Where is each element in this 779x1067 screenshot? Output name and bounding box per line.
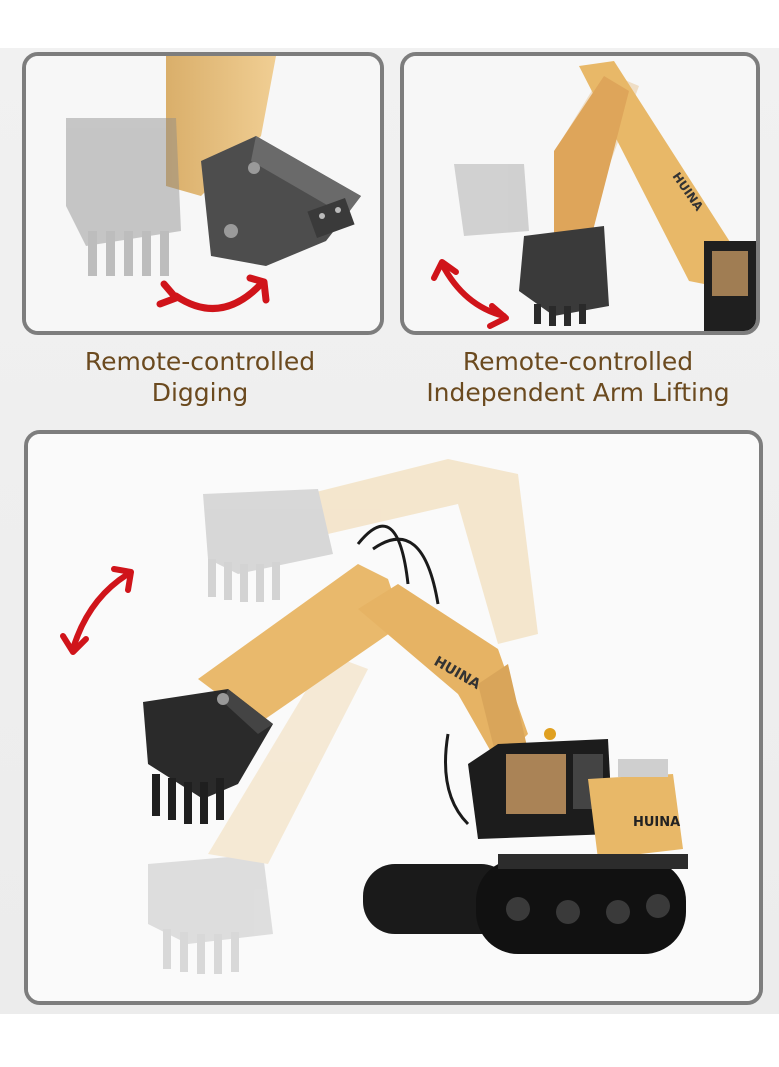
arm-lifting-photo-panel: HUINA xyxy=(400,52,760,335)
swing-arrow-icon xyxy=(60,566,134,655)
caption-digging: Remote-controlled Digging xyxy=(40,346,360,408)
main-stick xyxy=(198,564,403,724)
dark-bucket xyxy=(143,689,273,824)
dark-bucket xyxy=(519,226,609,326)
digging-photo-panel xyxy=(22,52,384,335)
caption-digging-line1: Remote-controlled xyxy=(84,347,316,376)
caption-digging-line2: Digging xyxy=(151,378,249,407)
ghost-bucket xyxy=(66,118,181,276)
arm-lifting-illustration: HUINA xyxy=(404,56,756,331)
excavator-body: HUINA xyxy=(468,728,683,859)
brand-logo-text-body: HUINA xyxy=(633,815,680,830)
digging-illustration xyxy=(26,56,380,331)
ghost-upper-arm xyxy=(203,459,538,644)
caption-arm-lifting-line1: Remote-controlled xyxy=(462,347,694,376)
lift-arrow-icon xyxy=(431,259,509,329)
dark-bucket xyxy=(201,136,361,266)
excavator-photo-panel: HUINA xyxy=(24,430,763,1005)
stick-shape xyxy=(554,76,629,246)
main-boom xyxy=(358,584,528,764)
caption-arm-lifting: Remote-controlled Independent Arm Liftin… xyxy=(398,346,758,408)
caption-arm-lifting-line2: Independent Arm Lifting xyxy=(426,378,730,407)
ghost-lower-bucket xyxy=(148,654,368,974)
arm-shape xyxy=(166,56,276,196)
rotate-arrow-icon xyxy=(156,274,270,312)
excavator-tracks xyxy=(363,854,688,954)
hydraulic-hoses xyxy=(356,524,470,826)
excavator-illustration: HUINA xyxy=(28,434,759,1001)
